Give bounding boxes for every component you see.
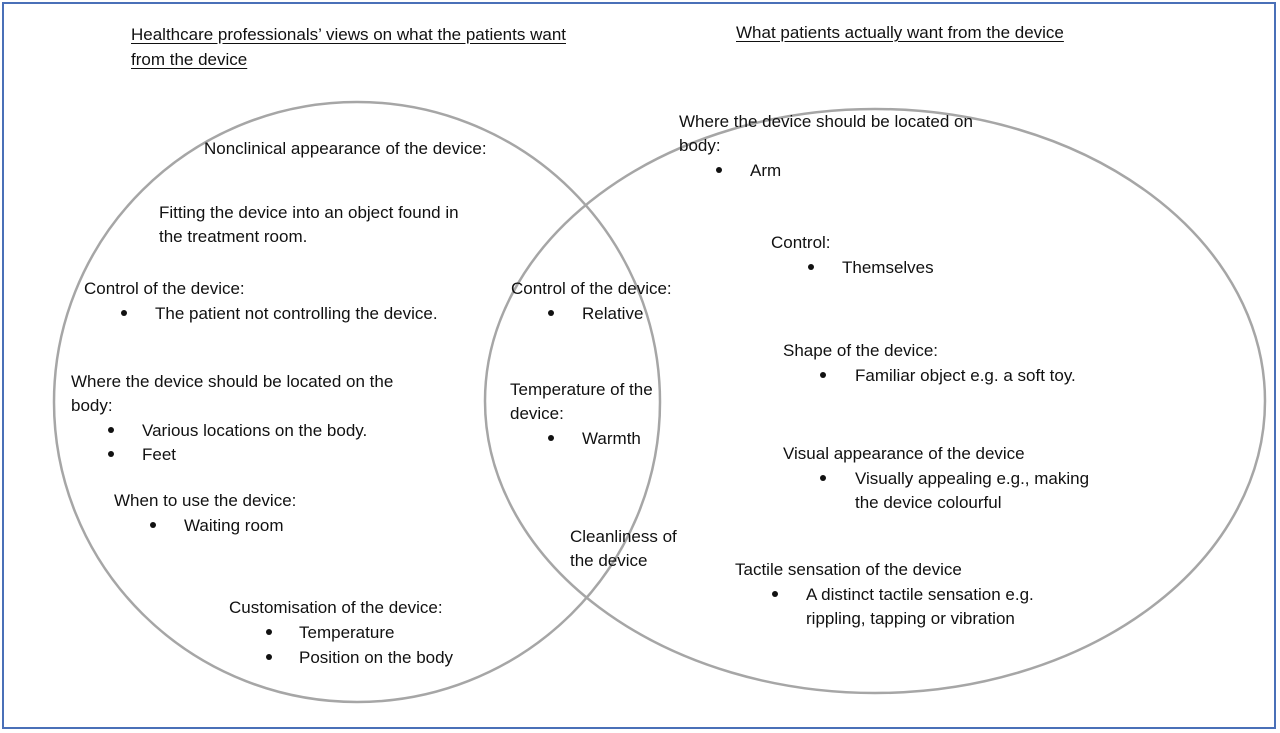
tactile-item-line2: rippling, tapping or vibration (806, 609, 1015, 628)
left-heading-line1: Healthcare professionals’ views on what … (131, 25, 566, 44)
left-location-label-line2: body: (71, 396, 113, 415)
right-location-item: Arm (750, 161, 782, 180)
shape-item: Familiar object e.g. a soft toy. (855, 366, 1076, 385)
bullet-icon (108, 427, 114, 433)
visual-appearance-item-line2: the device colourful (855, 493, 1002, 512)
fitting-text-line1: Fitting the device into an object found … (159, 203, 459, 222)
right-control-label: Control: (771, 233, 831, 252)
right-control-item: Themselves (842, 258, 934, 277)
middle-control-label: Control of the device: (511, 279, 672, 298)
bullet-icon (150, 522, 156, 528)
bullet-icon (716, 167, 722, 173)
when-to-use-item: Waiting room (184, 516, 284, 535)
tactile-label: Tactile sensation of the device (735, 560, 962, 579)
right-location-label-line2: body: (679, 136, 721, 155)
bullet-icon (108, 451, 114, 457)
middle-temperature-label-line1: Temperature of the (510, 380, 653, 399)
bullet-icon (548, 310, 554, 316)
customisation-label: Customisation of the device: (229, 598, 443, 617)
right-location-label-line1: Where the device should be located on (679, 112, 973, 131)
right-circle (483, 107, 1267, 695)
bullet-icon (808, 264, 814, 270)
bullet-icon (266, 654, 272, 660)
left-control-label: Control of the device: (84, 279, 245, 298)
middle-temperature-item: Warmth (582, 429, 641, 448)
nonclinical-appearance-label: Nonclinical appearance of the device: (204, 139, 487, 158)
bullet-icon (121, 310, 127, 316)
bullet-icon (820, 372, 826, 378)
visual-appearance-item-line1: Visually appealing e.g., making (855, 469, 1090, 488)
left-circle (52, 100, 662, 704)
middle-cleanliness-line1: Cleanliness of (570, 527, 677, 546)
middle-cleanliness-line2: the device (570, 551, 648, 570)
customisation-item-1: Temperature (299, 623, 395, 642)
left-location-item-2: Feet (142, 445, 177, 464)
middle-control-item: Relative (582, 304, 644, 323)
when-to-use-label: When to use the device: (114, 491, 297, 510)
shape-label: Shape of the device: (783, 341, 939, 360)
left-control-item: The patient not controlling the device. (155, 304, 438, 323)
left-location-label-line1: Where the device should be located on th… (71, 372, 394, 391)
bullet-icon (772, 591, 778, 597)
fitting-text-line2: the treatment room. (159, 227, 308, 246)
right-heading: What patients actually want from the dev… (736, 23, 1064, 42)
customisation-item-2: Position on the body (299, 648, 454, 667)
bullet-icon (820, 475, 826, 481)
left-location-item-1: Various locations on the body. (142, 421, 368, 440)
tactile-item-line1: A distinct tactile sensation e.g. (806, 585, 1034, 604)
bullet-icon (548, 435, 554, 441)
visual-appearance-label: Visual appearance of the device (783, 444, 1025, 463)
left-heading-line2: from the device (131, 50, 248, 69)
middle-temperature-label-line2: device: (510, 404, 564, 423)
bullet-icon (266, 629, 272, 635)
